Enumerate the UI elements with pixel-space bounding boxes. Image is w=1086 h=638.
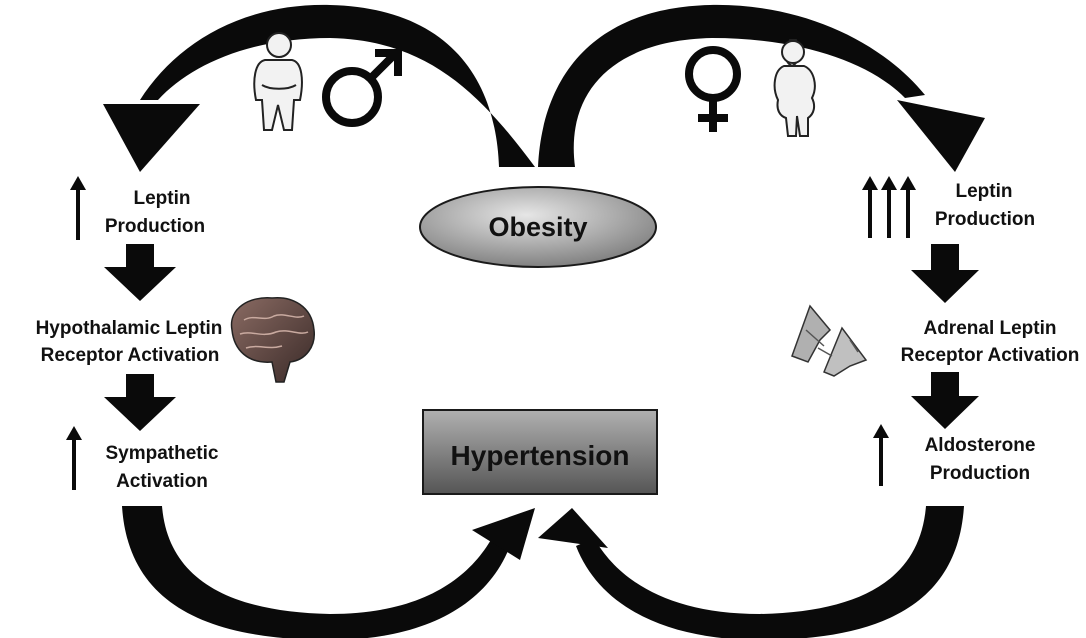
- female-step1-line2: Production: [935, 209, 1035, 230]
- increase-arrow-icon: [873, 424, 889, 486]
- female-step3-line2: Production: [930, 463, 1030, 484]
- female-symbol-icon: [689, 50, 737, 132]
- curved-arrow-top-right: [538, 5, 985, 172]
- male-step3-line2: Activation: [116, 471, 208, 492]
- curved-arrow-bottom-right: [538, 506, 964, 638]
- hypertension-label: Hypertension: [451, 440, 630, 471]
- male-step2: Hypothalamic Leptin Receptor Activation: [36, 318, 223, 366]
- obesity-label: Obesity: [488, 212, 587, 242]
- curved-arrow-bottom-left: [122, 506, 535, 638]
- male-step2-line1: Hypothalamic Leptin: [36, 318, 223, 339]
- down-arrow-icon: [104, 374, 176, 431]
- hypertension-node: Hypertension: [423, 410, 657, 494]
- male-step2-line2: Receptor Activation: [41, 345, 220, 366]
- down-arrow-icon: [911, 244, 979, 303]
- female-step2: Adrenal Leptin Receptor Activation: [901, 318, 1080, 366]
- male-symbol-icon: [326, 53, 398, 123]
- down-arrow-icon: [104, 244, 176, 301]
- down-arrow-icon: [911, 372, 979, 429]
- female-step2-line2: Receptor Activation: [901, 345, 1080, 366]
- female-step3: Aldosterone Production: [873, 424, 1035, 486]
- male-step3-line1: Sympathetic: [106, 443, 219, 464]
- curved-arrow-top-left: [103, 5, 535, 172]
- female-step1: Leptin Production: [862, 176, 1035, 238]
- increase-arrow-icon: [66, 426, 82, 490]
- female-step3-line1: Aldosterone: [925, 435, 1036, 456]
- increase-arrow-icon: [70, 176, 86, 240]
- male-step1-line1: Leptin: [134, 188, 191, 209]
- triple-increase-arrow-icon: [862, 176, 916, 238]
- male-step3: Sympathetic Activation: [66, 426, 219, 492]
- male-step1: Leptin Production: [70, 176, 205, 240]
- male-step1-line2: Production: [105, 216, 205, 237]
- female-figure-icon: [775, 40, 815, 136]
- brain-icon: [232, 298, 315, 382]
- female-step1-line1: Leptin: [956, 181, 1013, 202]
- adrenal-gland-icon: [792, 306, 866, 376]
- male-figure-icon: [254, 33, 302, 130]
- obesity-node: Obesity: [420, 187, 656, 267]
- female-step2-line1: Adrenal Leptin: [923, 318, 1056, 339]
